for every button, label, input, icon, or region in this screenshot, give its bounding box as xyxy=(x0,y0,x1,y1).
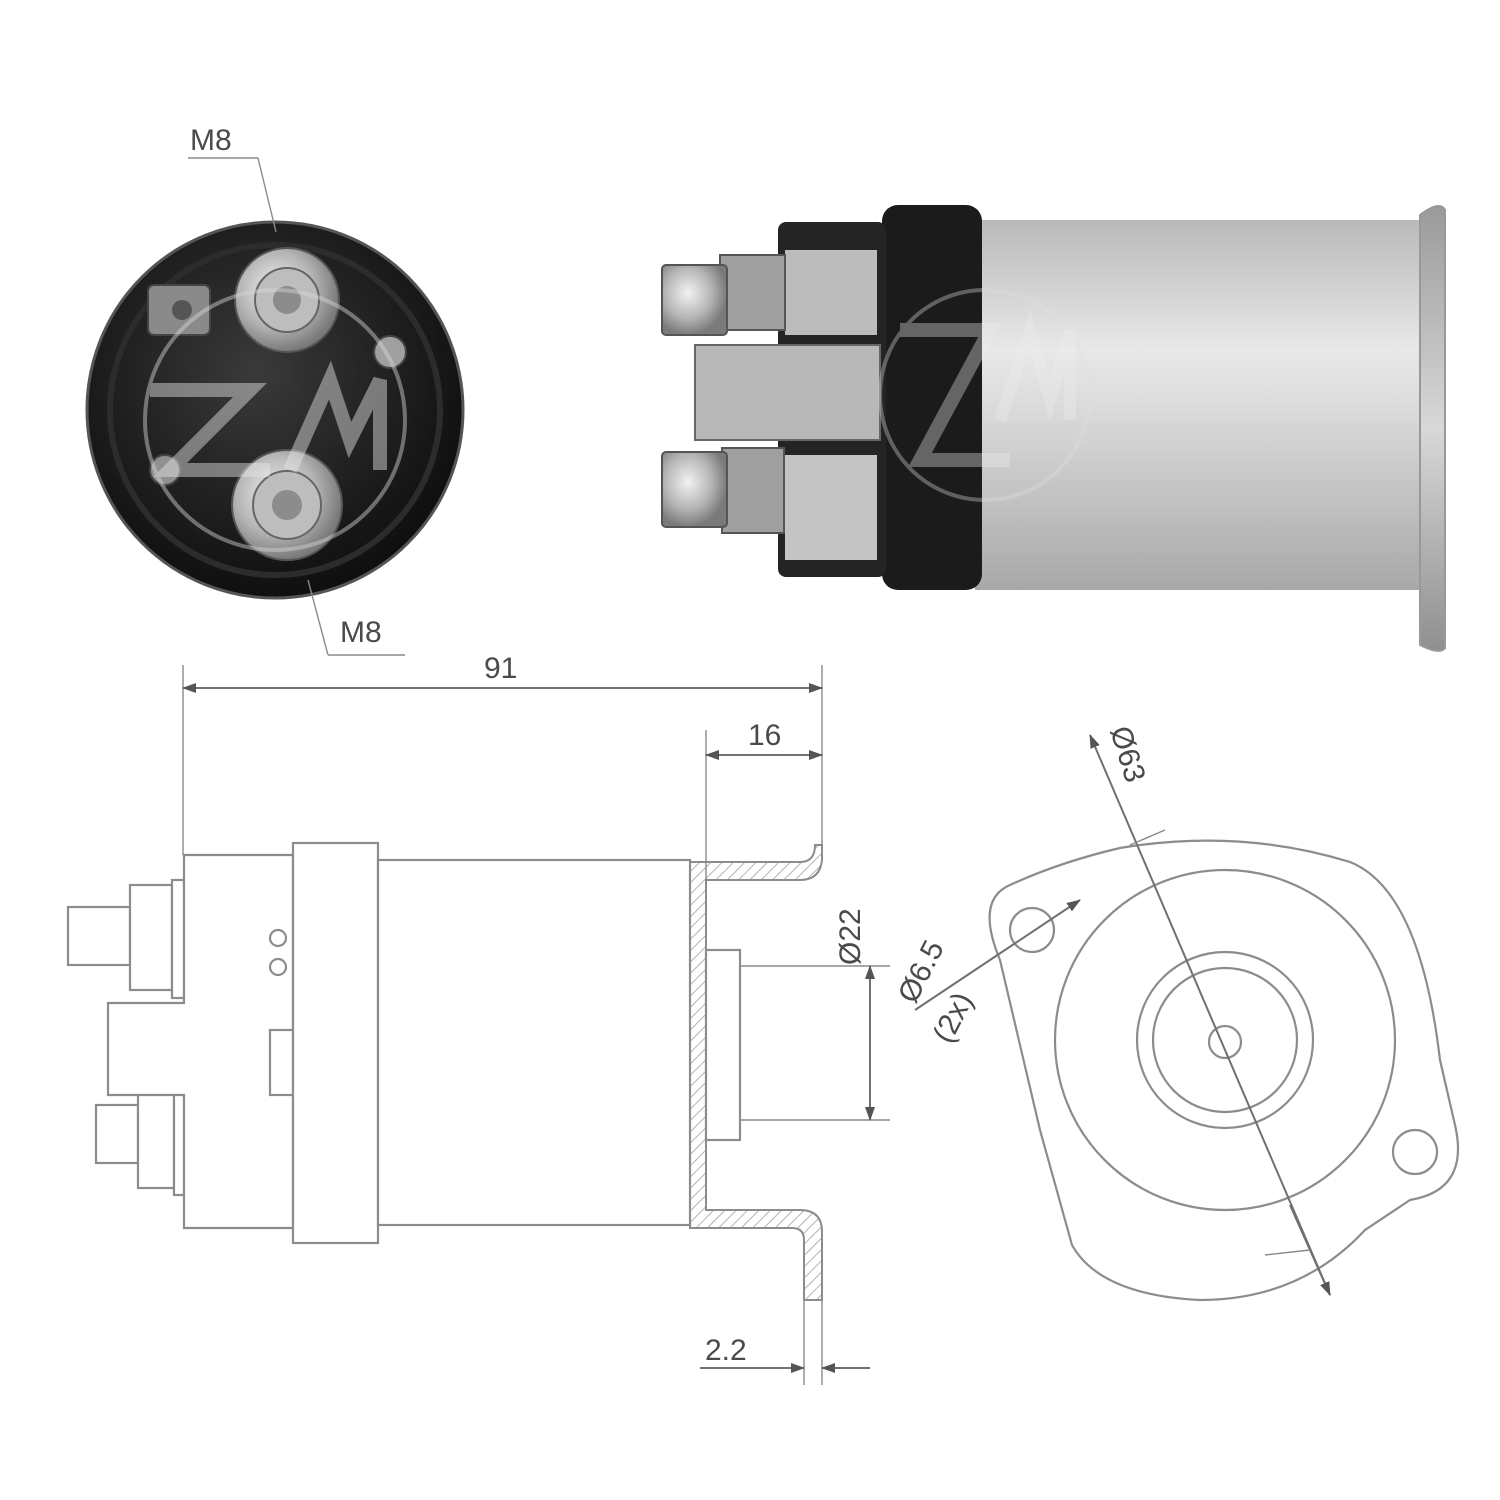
terminal-upper xyxy=(234,247,340,353)
svg-text:M8: M8 xyxy=(190,124,232,157)
side-view-photo xyxy=(661,205,1446,652)
terminal-lower xyxy=(231,449,343,561)
side-elevation-drawing xyxy=(66,841,823,1301)
flange-front-view xyxy=(988,734,1460,1302)
svg-text:Ø63: Ø63 xyxy=(1103,722,1151,786)
dimension-16: 16 xyxy=(705,719,823,880)
dimension-2-2: 2.2 xyxy=(700,1300,870,1385)
svg-text:Ø6.5: Ø6.5 xyxy=(892,935,951,1008)
svg-text:91: 91 xyxy=(484,652,517,685)
svg-text:Ø22: Ø22 xyxy=(834,908,867,965)
svg-text:16: 16 xyxy=(748,719,781,752)
svg-text:M8: M8 xyxy=(340,616,382,649)
zm-logo-watermark xyxy=(143,288,407,552)
thread-label-bottom: M8 xyxy=(307,579,405,656)
dimension-91: 91 xyxy=(182,652,823,855)
dimension-bolt-circle: Ø63 xyxy=(1103,722,1151,786)
dimension-pilot-diameter: Ø22 xyxy=(740,908,890,1121)
end-view-photo xyxy=(85,220,465,600)
svg-text:2.2: 2.2 xyxy=(705,1334,747,1367)
thread-label-top: M8 xyxy=(188,124,277,233)
